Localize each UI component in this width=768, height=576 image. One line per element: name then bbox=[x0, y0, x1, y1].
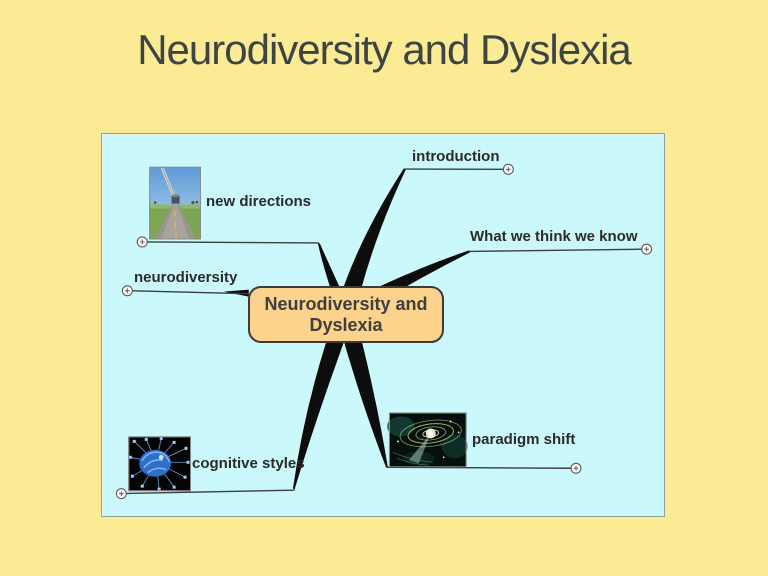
road-truck-photo-icon bbox=[149, 166, 201, 240]
expand-button-neurodiversity[interactable] bbox=[121, 285, 133, 297]
topic-what-we-think-we-know[interactable]: What we think we know bbox=[470, 228, 638, 245]
branch-curve-paradigm-shift bbox=[336, 310, 388, 468]
center-node-label-line2: Dyslexia bbox=[309, 314, 383, 335]
branch-underline-cognitive-styles bbox=[126, 489, 295, 495]
mindmap-graphics bbox=[115, 163, 653, 500]
expand-button-what-we-think-we-know[interactable] bbox=[641, 243, 653, 255]
page-title: Neurodiversity and Dyslexia bbox=[137, 26, 632, 73]
branch-underline-neurodiversity bbox=[132, 290, 249, 295]
brain-network-photo-icon bbox=[128, 436, 192, 492]
expand-button-introduction[interactable] bbox=[502, 163, 514, 175]
topic-new-directions[interactable]: new directions bbox=[206, 193, 312, 210]
center-node[interactable]: Neurodiversity and Dyslexia bbox=[248, 286, 444, 343]
branch-underline-what-we-think-we-know bbox=[468, 248, 642, 253]
center-node-label-line1: Neurodiversity and bbox=[264, 293, 428, 314]
expand-button-cognitive-styles[interactable] bbox=[115, 488, 127, 500]
expand-button-paradigm-shift[interactable] bbox=[570, 462, 582, 474]
topic-neurodiversity[interactable]: neurodiversity bbox=[134, 269, 238, 286]
branch-underline-paradigm-shift bbox=[386, 466, 572, 469]
topic-paradigm-shift[interactable]: paradigm shift bbox=[472, 431, 576, 448]
branch-underline-new-directions bbox=[147, 241, 320, 244]
mindmap-panel: introduction What we think we know new d… bbox=[101, 133, 665, 517]
branch-curve-introduction bbox=[336, 168, 406, 317]
branch-curve-cognitive-styles bbox=[292, 310, 354, 490]
galaxy-photo-icon bbox=[386, 412, 468, 468]
topic-introduction[interactable]: introduction bbox=[412, 148, 500, 165]
topic-cognitive-styles[interactable]: cognitive styles bbox=[192, 455, 305, 472]
expand-button-new-directions[interactable] bbox=[136, 236, 148, 248]
